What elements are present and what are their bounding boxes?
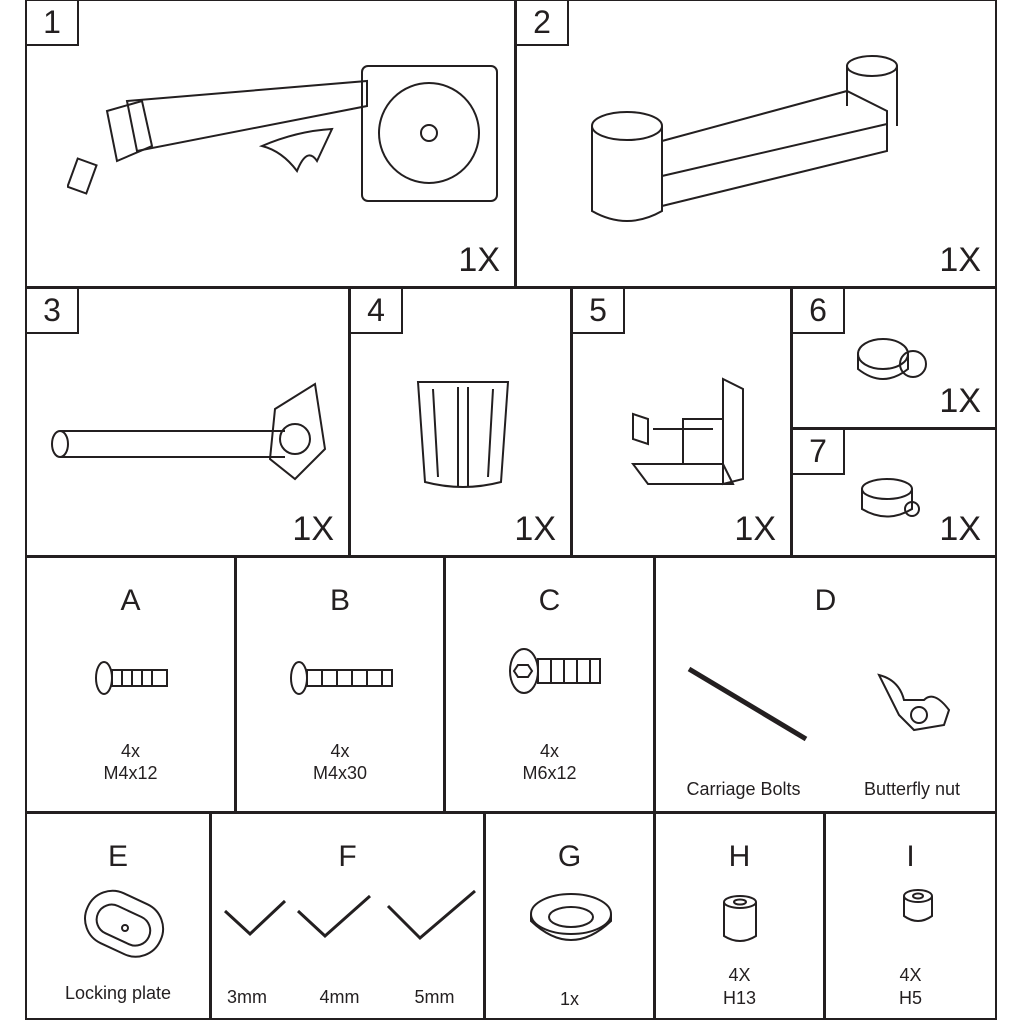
hardware-C-cell: C 4x M6x12 <box>444 556 655 813</box>
hardware-letter: I <box>906 840 915 873</box>
hardware-G-cell: G 1x <box>484 812 655 1020</box>
quantity: 1X <box>939 510 981 548</box>
hardware-letter: E <box>107 840 128 873</box>
hardware-letter: C <box>538 584 561 617</box>
desk-clamp-illustration <box>631 377 744 486</box>
part-5-cell: 5 1X <box>571 287 792 557</box>
screw-size: M4x30 <box>312 763 368 783</box>
part-number: 1 <box>25 0 79 46</box>
carriage-bolts-label: Carriage Bolts <box>686 779 801 799</box>
locking-plate-label: Locking plate <box>64 983 172 1003</box>
part-1-cell: 1 1X <box>25 0 516 288</box>
hardware-letter: B <box>329 584 350 617</box>
part-4-cell: 4 1X <box>349 287 572 557</box>
hardware-letter: D <box>814 584 837 617</box>
hardware-A-cell: A 4x M4x12 <box>25 556 236 813</box>
pole-illustration <box>51 382 327 481</box>
quantity: 1X <box>292 510 334 548</box>
hex-screw-m6x12-icon <box>509 648 601 694</box>
quantity: 1x <box>559 989 579 1009</box>
quantity: 4x <box>120 741 140 761</box>
quantity: 1X <box>939 382 981 420</box>
part-7-cell: 7 1X <box>791 428 997 557</box>
part-number: 6 <box>791 287 845 334</box>
grommet-icon <box>530 893 612 941</box>
hardware-F-cell: F 3mm 4mm 5mm <box>210 812 485 1020</box>
screw-m4x30-icon <box>290 661 393 695</box>
quantity: 1X <box>734 510 776 548</box>
screw-size: M4x12 <box>103 763 158 783</box>
quantity: 4X <box>728 965 751 985</box>
spacer-size: H5 <box>898 988 922 1008</box>
part-number: 7 <box>791 428 845 475</box>
part-number: 2 <box>515 0 569 46</box>
quantity: 4x <box>330 741 350 761</box>
collar-6-illustration <box>857 338 927 380</box>
part-2-cell: 2 1X <box>515 0 997 288</box>
part-number: 5 <box>571 287 625 334</box>
cable-cover-illustration <box>416 381 510 488</box>
hardware-letter: G <box>557 840 582 873</box>
allen-keys-icon <box>223 889 476 941</box>
collar-7-illustration <box>861 478 920 518</box>
hardware-I-cell: I 4X H5 <box>824 812 997 1020</box>
hardware-E-cell: E Locking plate <box>25 812 211 1020</box>
carriage-bolt-icon <box>687 666 808 742</box>
part-number: 4 <box>349 287 403 334</box>
extension-arm-illustration <box>591 55 898 222</box>
allen-key-5mm-label: 5mm <box>414 987 455 1007</box>
part-6-cell: 6 1X <box>791 287 997 429</box>
hardware-letter: F <box>338 840 357 873</box>
quantity: 1X <box>939 241 981 279</box>
allen-key-4mm-label: 4mm <box>319 987 360 1007</box>
hardware-D-cell: D Carriage Bolts Butterfly nut <box>654 556 997 813</box>
quantity: 4X <box>899 965 922 985</box>
locking-plate-icon <box>84 889 165 958</box>
gas-spring-arm-illustration <box>67 65 498 202</box>
allen-key-3mm-label: 3mm <box>227 987 267 1007</box>
part-number: 3 <box>25 287 79 334</box>
spacer-h13-icon <box>723 895 757 942</box>
quantity: 4x <box>539 741 559 761</box>
hardware-letter: A <box>120 584 141 617</box>
quantity: 1X <box>514 510 556 548</box>
quantity: 1X <box>458 241 500 279</box>
screw-m4x12-icon <box>95 661 168 695</box>
hardware-letter: H <box>728 840 751 873</box>
screw-size: M6x12 <box>522 763 577 783</box>
part-3-cell: 3 1X <box>25 287 350 557</box>
butterfly-nut-icon <box>877 673 951 732</box>
spacer-h5-icon <box>903 889 933 922</box>
hardware-H-cell: H 4X H13 <box>654 812 825 1020</box>
spacer-size: H13 <box>722 988 757 1008</box>
hardware-B-cell: B 4x M4x30 <box>235 556 445 813</box>
butterfly-nut-label: Butterfly nut <box>863 779 961 799</box>
